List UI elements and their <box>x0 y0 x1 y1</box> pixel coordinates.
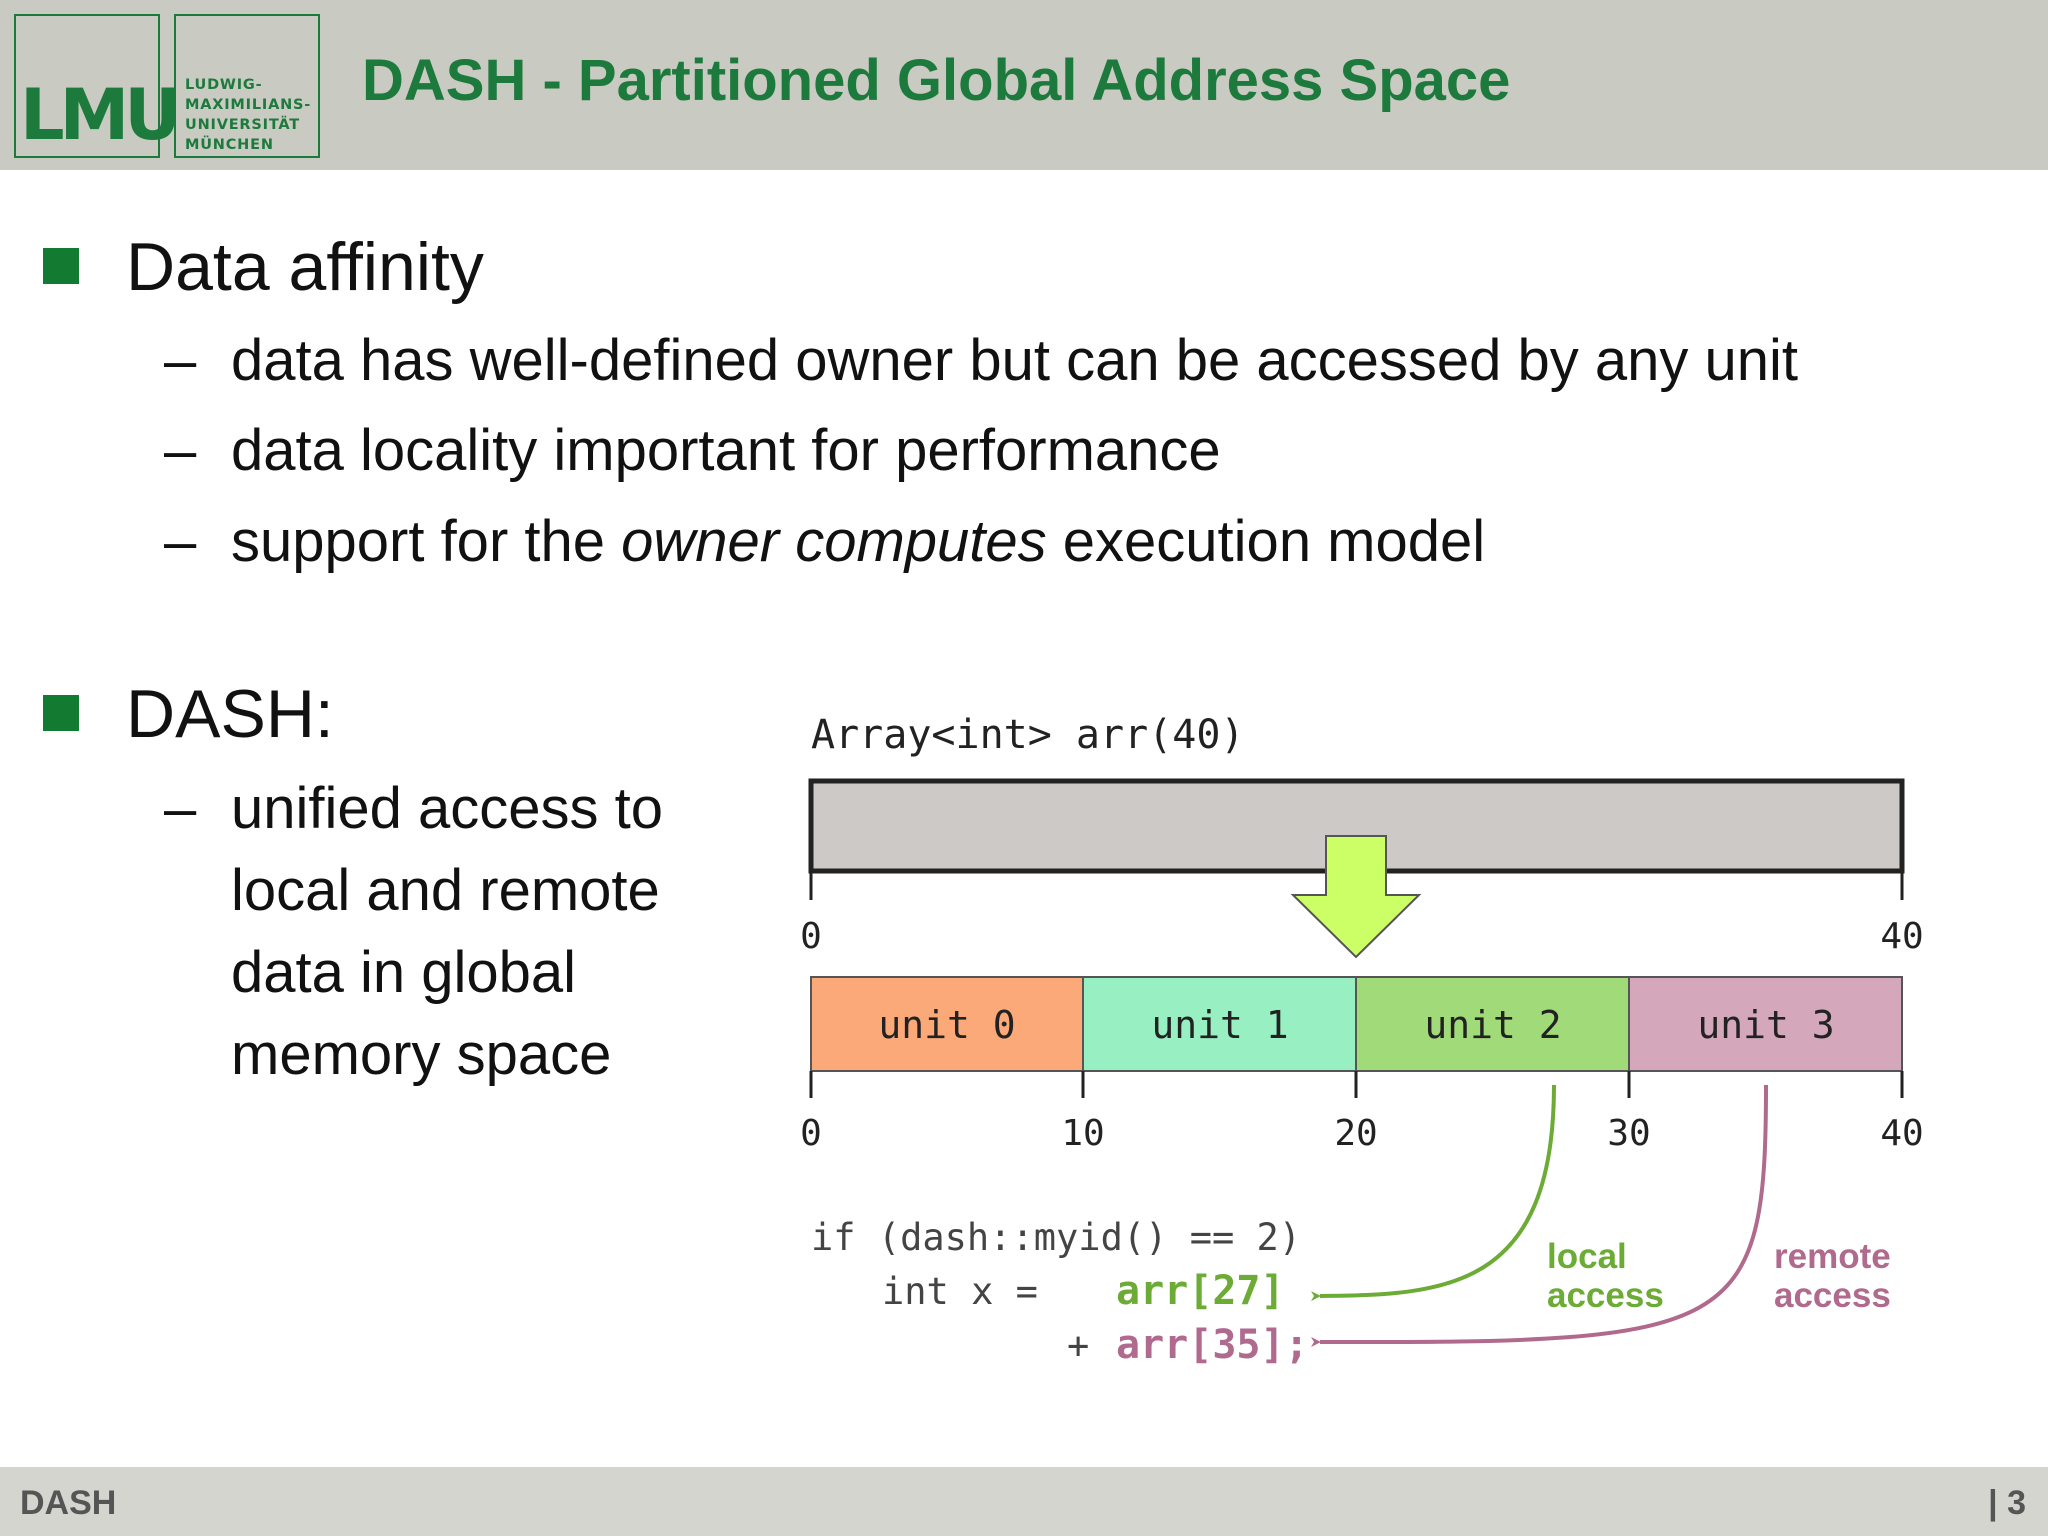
unit-1-segment <box>1082 976 1357 1072</box>
bullet-square-icon <box>43 248 79 284</box>
footer-topic: DASH <box>20 1484 117 1522</box>
lmu-logo: LMU <box>14 14 181 158</box>
remote-access-label-line-1: remote <box>1774 1237 1891 1276</box>
sub-bullet-owner-computes-after: execution model <box>1046 509 1486 574</box>
sub-bullet-unified-line-1: unified access to <box>231 776 664 841</box>
bottom-tick-label-20: 20 <box>1334 1113 1377 1154</box>
sub-bullet-locality: data locality important for performance <box>231 418 1221 483</box>
sub-bullet-unified-line-2: local and remote <box>231 858 660 923</box>
code-line-if: if (dash::myid() == 2) <box>811 1216 1301 1259</box>
bottom-tick-label-10: 10 <box>1061 1113 1104 1154</box>
logo-line-2: MAXIMILIANS- <box>185 97 312 113</box>
sub-bullet-owner-computes: support for the owner computes execution… <box>231 513 1485 571</box>
page-number: | 3 <box>1988 1484 2026 1522</box>
unit-3-label: unit 3 <box>1697 1003 1834 1047</box>
logo-line-1: LUDWIG- <box>185 77 263 93</box>
remote-access-label-line-2: access <box>1774 1276 1891 1315</box>
local-access-label-line-2: access <box>1547 1276 1664 1315</box>
sub-bullet-unified-line-3: data in global <box>231 940 577 1005</box>
unit-0-segment <box>810 976 1084 1072</box>
code-line-int: int x = <box>882 1270 1038 1313</box>
bottom-tick-label-30: 30 <box>1607 1113 1650 1154</box>
unit-2-label: unit 2 <box>1424 1003 1561 1047</box>
bottom-tick-label-40: 40 <box>1880 1113 1923 1154</box>
slide-title: DASH - Partitioned Global Address Space <box>362 48 1511 113</box>
lmu-logo-mark: LMU <box>20 74 181 156</box>
logo-line-4: MÜNCHEN <box>185 137 274 153</box>
owner-computes-emphasis: owner computes <box>621 509 1047 574</box>
unit-3-segment <box>1628 976 1903 1072</box>
sub-bullet-owner: data has well-defined owner but can be a… <box>231 328 1798 393</box>
logo-line-3: UNIVERSITÄT <box>185 117 300 133</box>
footer-bar: DASH | 3 <box>0 1467 2048 1536</box>
header-bar: LMU LUDWIG- MAXIMILIANS- UNIVERSITÄT MÜN… <box>0 0 2048 170</box>
code-remote-ref: arr[35]; <box>1116 1322 1309 1368</box>
local-access-label-line-1: local <box>1547 1237 1627 1276</box>
array-declaration-label: Array<int> arr(40) <box>811 712 1244 758</box>
unit-0-label: unit 0 <box>878 1003 1015 1047</box>
remote-access-arrow <box>1310 1084 1768 1347</box>
dash-marker: – <box>164 776 197 841</box>
university-name-logo: LUDWIG- MAXIMILIANS- UNIVERSITÄT MÜNCHEN <box>174 14 320 158</box>
local-access-arrow <box>1310 1084 1556 1302</box>
bottom-tick-label-0: 0 <box>800 1113 822 1154</box>
bullet-square-icon <box>43 695 79 731</box>
bullet-heading-dash: DASH: <box>126 676 334 752</box>
top-tick-label-0: 0 <box>800 916 822 957</box>
bullet-heading-data-affinity: Data affinity <box>126 229 484 305</box>
unit-2-segment <box>1355 976 1630 1072</box>
code-plus: + <box>1067 1324 1112 1367</box>
dash-marker: – <box>164 418 197 483</box>
sub-bullet-owner-computes-before: support for the <box>231 509 622 574</box>
partition-down-arrow-icon <box>1290 835 1422 959</box>
dash-marker: – <box>164 509 197 574</box>
code-local-ref: arr[27] <box>1116 1268 1285 1314</box>
sub-bullet-unified-line-4: memory space <box>231 1022 612 1087</box>
unit-1-label: unit 1 <box>1151 1003 1288 1047</box>
top-tick-label-40: 40 <box>1880 916 1923 957</box>
dash-marker: – <box>164 328 197 393</box>
